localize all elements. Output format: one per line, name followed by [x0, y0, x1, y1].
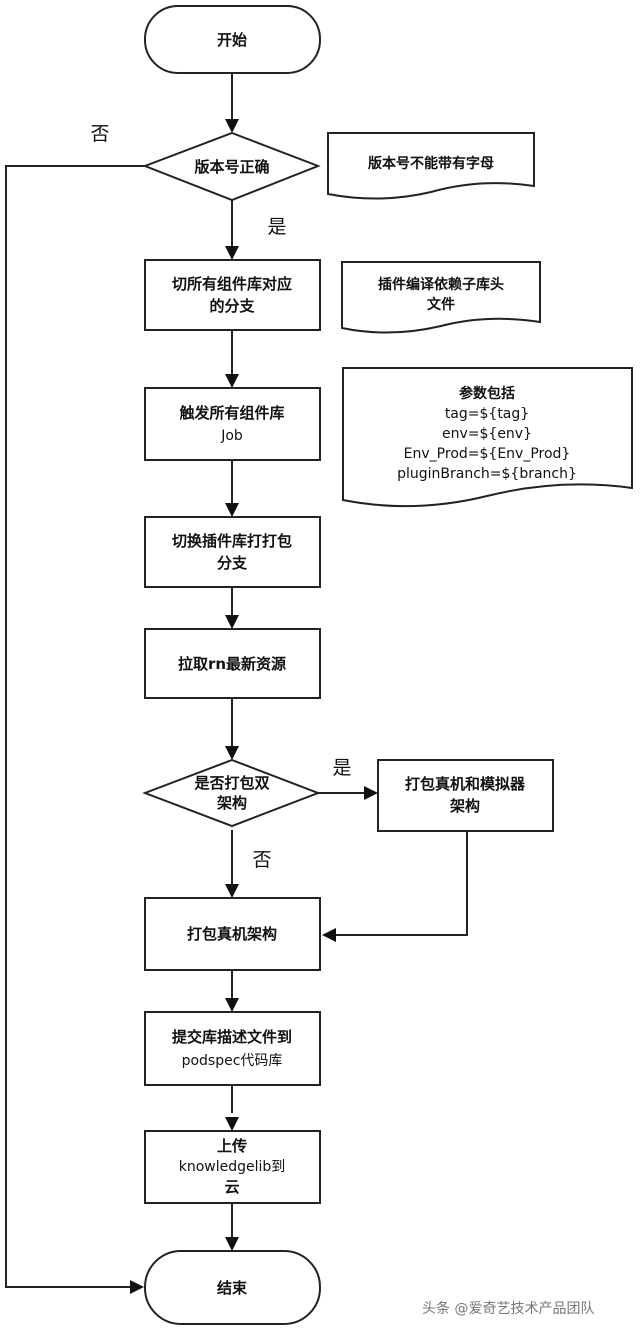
params-note-line-4: pluginBranch=${branch}	[397, 466, 577, 482]
pack-device-label: 打包真机架构	[187, 925, 277, 943]
dual-no-label: 否	[252, 849, 271, 871]
params-note: 参数包括 tag=${tag} env=${env} Env_Prod=${En…	[342, 367, 633, 508]
upload-line-2: knowledgelib到	[179, 1159, 286, 1175]
plugin-note-line-1: 插件编译依赖子库头	[378, 276, 504, 293]
version-no-label: 否	[90, 123, 109, 145]
end-label: 结束	[217, 1279, 248, 1297]
version-note: 版本号不能带有字母	[327, 132, 535, 200]
upload-line-1: 上传	[217, 1137, 247, 1155]
arrowhead-plugin	[225, 503, 239, 517]
connectors	[5, 73, 468, 1294]
arrowhead-commit	[225, 998, 239, 1012]
arrowhead-device-from-sim	[322, 928, 336, 942]
pack-simulator-step: 打包真机和模拟器 架构	[377, 759, 554, 832]
edge-sim-to-device	[334, 831, 468, 936]
commit-podspec-line-2: podspec代码库	[182, 1053, 283, 1069]
arrowhead-upload	[225, 1117, 239, 1131]
arrowhead-device	[225, 884, 239, 898]
switch-branch-line-2: 的分支	[209, 297, 255, 315]
params-note-line-1: tag=${tag}	[445, 406, 529, 422]
pack-simulator-line-1: 打包真机和模拟器	[405, 775, 526, 793]
dual-arch-line-2: 架构	[216, 794, 247, 812]
arrowhead-branch	[225, 246, 239, 260]
pack-simulator-line-2: 架构	[449, 797, 480, 815]
switch-branch-line-1: 切所有组件库对应	[172, 275, 292, 293]
arrowhead-sim	[364, 786, 378, 800]
version-check-label: 版本号正确	[194, 158, 269, 176]
pack-device-step: 打包真机架构	[144, 897, 321, 971]
commit-podspec-step: 提交库描述文件到 podspec代码库	[144, 1011, 321, 1086]
params-note-line-3: Env_Prod=${Env_Prod}	[404, 446, 571, 462]
dual-arch-line-1: 是否打包双	[193, 774, 269, 792]
pull-rn-step: 拉取rn最新资源	[144, 628, 321, 699]
switch-branch-step: 切所有组件库对应 的分支	[144, 259, 321, 331]
switch-plugin-line-2: 分支	[217, 554, 248, 572]
switch-plugin-step: 切换插件库打打包 分支	[144, 516, 321, 588]
watermark: 头条 @爱奇艺技术产品团队	[422, 1301, 595, 1317]
start-node: 开始	[144, 5, 321, 74]
version-note-label: 版本号不能带有字母	[368, 155, 494, 172]
upload-line-3: 云	[224, 1178, 239, 1196]
trigger-jobs-line-1: 触发所有组件库	[179, 404, 284, 422]
switch-plugin-line-1: 切换插件库打打包	[172, 532, 292, 550]
commit-podspec-line-1: 提交库描述文件到	[172, 1028, 292, 1046]
arrowhead-end-from-no	[130, 1280, 144, 1294]
arrowhead-end	[225, 1237, 239, 1251]
arrowhead-version	[225, 119, 239, 133]
dual-arch-decision: 是否打包双 架构	[142, 758, 321, 828]
arrowhead-trigger	[225, 374, 239, 388]
start-label: 开始	[217, 31, 247, 49]
upload-step: 上传 knowledgelib到 云	[144, 1130, 321, 1204]
end-node: 结束	[144, 1250, 321, 1325]
version-yes-label: 是	[267, 216, 286, 238]
plugin-note-line-2: 文件	[427, 296, 455, 313]
arrowhead-dual	[225, 746, 239, 760]
plugin-note: 插件编译依赖子库头 文件	[341, 261, 541, 334]
params-note-line-2: env=${env}	[442, 426, 532, 442]
pull-rn-label: 拉取rn最新资源	[178, 655, 286, 673]
arrowhead-pull	[225, 615, 239, 629]
trigger-jobs-line-2: Job	[220, 428, 243, 444]
trigger-jobs-step: 触发所有组件库 Job	[144, 387, 321, 461]
dual-yes-label: 是	[332, 757, 351, 779]
params-note-title: 参数包括	[459, 385, 515, 402]
version-check-decision: 版本号正确	[142, 131, 321, 202]
edge-version-no-to-end	[5, 165, 145, 1288]
